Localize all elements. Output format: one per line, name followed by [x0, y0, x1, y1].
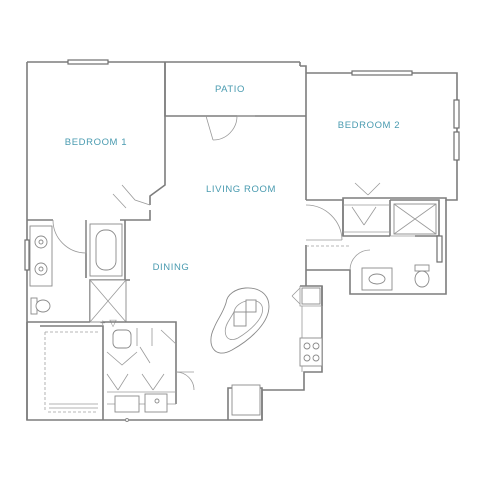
bedroom-1-door — [52, 219, 87, 254]
bathroom-1: + ▽ — [27, 220, 130, 329]
room-label-living-room: LIVING ROOM — [206, 184, 276, 195]
svg-text:+ ▽: + ▽ — [100, 318, 117, 329]
kitchen — [210, 287, 323, 416]
room-label-bedroom-2: BEDROOM 2 — [338, 120, 400, 131]
room-label-patio: PATIO — [215, 84, 245, 95]
bedroom-2-bath — [305, 182, 440, 291]
room-label-bedroom-1: BEDROOM 1 — [65, 137, 127, 148]
closet-lower-left — [26, 321, 195, 422]
room-label-dining: DINING — [153, 262, 190, 273]
windows — [24, 59, 460, 271]
bedroom-1-walls — [27, 62, 166, 221]
patio-door — [205, 115, 255, 141]
